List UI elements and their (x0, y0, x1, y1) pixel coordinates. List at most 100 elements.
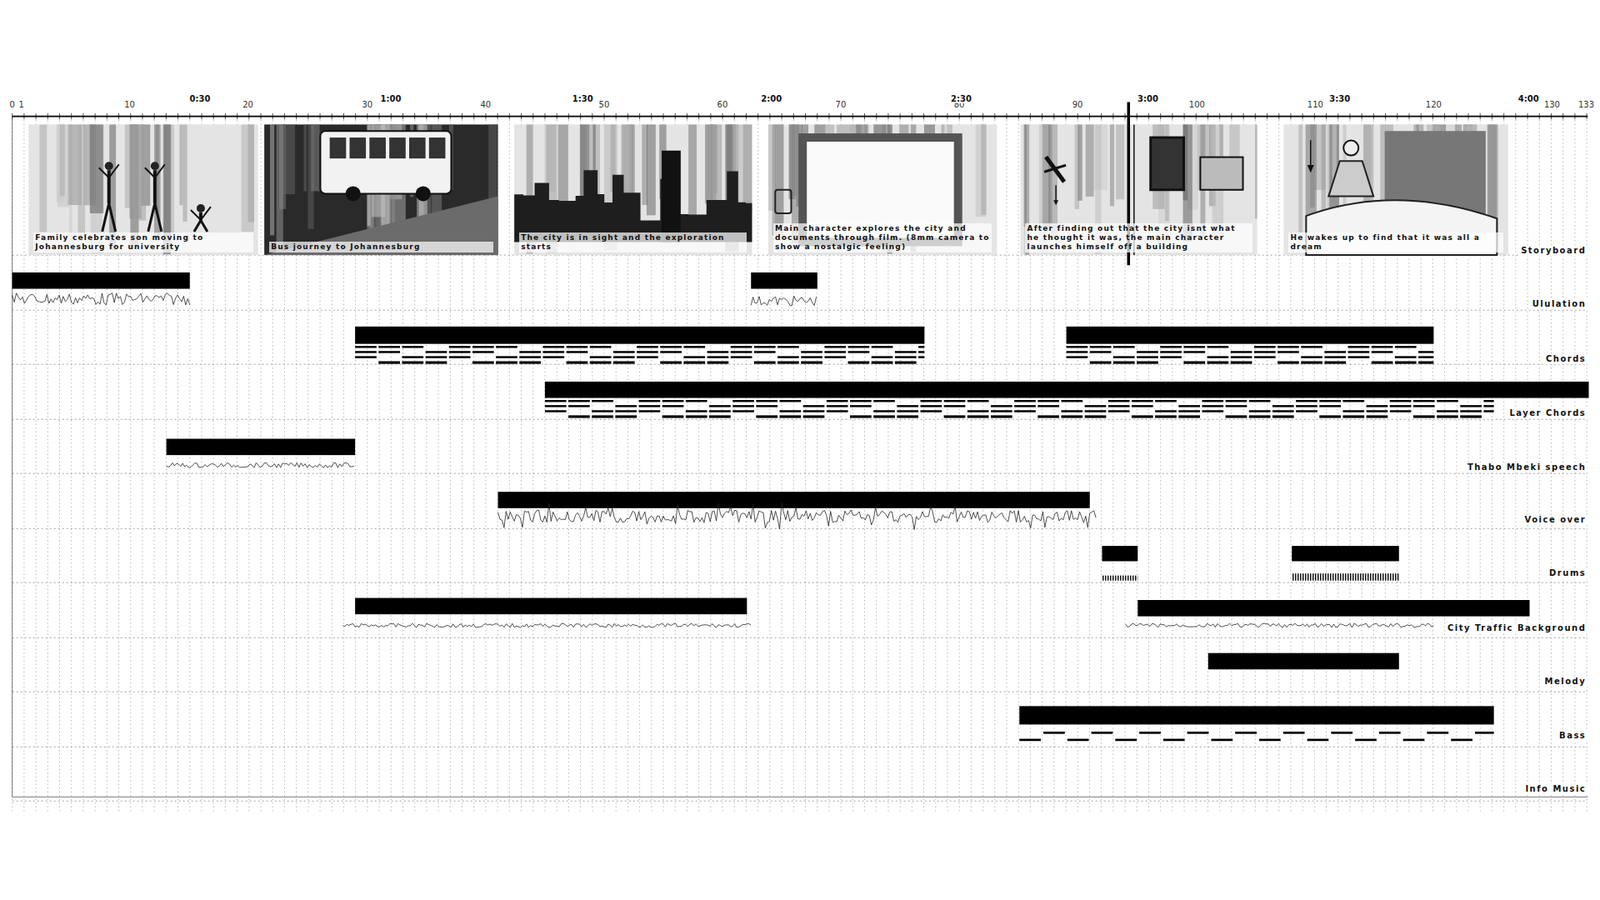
sketch-streak (276, 124, 284, 255)
note-stripe (1183, 360, 1205, 364)
sketch-streak (310, 124, 320, 191)
bass-note (1259, 739, 1281, 742)
note-stripe (519, 355, 541, 358)
note-stripe (1178, 405, 1200, 407)
note-stripe (683, 360, 705, 364)
row-separator (12, 800, 1589, 802)
note-stripe (1342, 400, 1365, 402)
note-stripe (613, 350, 635, 353)
note-stripe (730, 355, 753, 358)
note-stripe (542, 345, 565, 348)
note-stripe (732, 410, 755, 412)
note-stripe (568, 415, 590, 418)
bar-number: 30 (360, 100, 374, 110)
note-stripe (1319, 400, 1341, 402)
time-marker: 4:00 (1517, 95, 1540, 104)
sketch-streak (303, 124, 307, 191)
track-region (355, 598, 747, 615)
note-stripe (1183, 350, 1205, 353)
note-stripe (709, 410, 731, 412)
note-stripe (1060, 400, 1083, 402)
timeline-stroke (1343, 140, 1359, 156)
bar-number: 70 (835, 100, 848, 110)
note-stripe (1160, 355, 1182, 358)
sketch-ground (768, 124, 997, 255)
note-stripe (1324, 360, 1346, 364)
note-stripe (967, 400, 990, 402)
note-stripe (613, 355, 635, 358)
note-stripe (615, 415, 637, 418)
note-stripe (1436, 410, 1459, 412)
note-stripe (1348, 350, 1370, 353)
note-stripe (754, 350, 776, 353)
note-stripe (1324, 355, 1346, 358)
track-region (166, 439, 356, 456)
storyboard-panel: Main character explores the city and doc… (768, 124, 997, 255)
note-stripe (1108, 410, 1130, 412)
timeline-stroke (102, 203, 116, 232)
row-separator (12, 582, 1589, 584)
note-stripe (590, 345, 612, 348)
bass-note (1210, 739, 1233, 742)
timeline-stroke (1044, 165, 1066, 172)
note-stripe (566, 345, 589, 348)
timeline-stroke (194, 220, 208, 232)
bar-number: 133 (1577, 100, 1595, 110)
note-stripe (1395, 345, 1417, 348)
bar-number: 20 (241, 100, 255, 110)
sketch-streak (1077, 124, 1082, 200)
note-stripe (1371, 350, 1394, 353)
note-stripe (780, 400, 802, 402)
track-name: Chords (1544, 354, 1588, 365)
sketch-streak (57, 124, 70, 207)
sketch-ground (28, 124, 259, 255)
sketch-streak (241, 124, 255, 232)
note-stripe (545, 410, 567, 412)
note-stripe (895, 350, 917, 353)
note-stripe (1201, 400, 1224, 402)
bass-note (1426, 731, 1449, 735)
note-stripe (895, 355, 917, 358)
timeline-stroke (1200, 157, 1243, 190)
storyboard-panel: He wakes up to find that it was all a dr… (1283, 124, 1508, 255)
note-stripe (826, 400, 849, 402)
note-stripe (1390, 410, 1412, 412)
note-stripe (1460, 410, 1482, 412)
note-stripe (355, 350, 377, 353)
timeline-stroke (1307, 165, 1315, 173)
track-region (1019, 705, 1494, 725)
note-stripe (1436, 400, 1459, 402)
note-stripe (707, 360, 730, 364)
storyboard-sketch (1020, 124, 1257, 255)
time-marker: 0:30 (189, 95, 212, 104)
sketch-streak (133, 124, 146, 220)
audio-waveform (342, 623, 751, 628)
bass-note (1450, 739, 1473, 742)
timeline-stroke (150, 161, 160, 170)
note-stripe (1319, 405, 1341, 407)
storyboard-sketch (1283, 124, 1508, 255)
panel-caption: He wakes up to find that it was all a dr… (1288, 232, 1503, 253)
note-stripe (1366, 415, 1389, 418)
note-stripe (1342, 410, 1365, 412)
sketch-streak (743, 124, 753, 212)
time-marker: 3:30 (1328, 95, 1351, 104)
storyboard-sketch (514, 124, 752, 255)
note-stripe (873, 415, 895, 418)
note-stripe (800, 350, 823, 353)
note-stripe (639, 405, 661, 407)
note-stripe (1037, 415, 1060, 418)
note-stripe (1131, 405, 1154, 407)
timeline-stroke (1053, 200, 1059, 205)
note-stripe (683, 355, 705, 358)
note-stripe (918, 345, 925, 348)
note-stripe (803, 405, 825, 407)
timeline-stroke (409, 137, 426, 159)
bottom-border (12, 796, 1589, 798)
bass-note (1330, 731, 1353, 735)
row-separator (12, 637, 1589, 639)
note-stripe (1183, 345, 1205, 348)
note-stripe (1390, 400, 1412, 402)
note-stripe (990, 410, 1013, 412)
grid-line (23, 116, 25, 812)
